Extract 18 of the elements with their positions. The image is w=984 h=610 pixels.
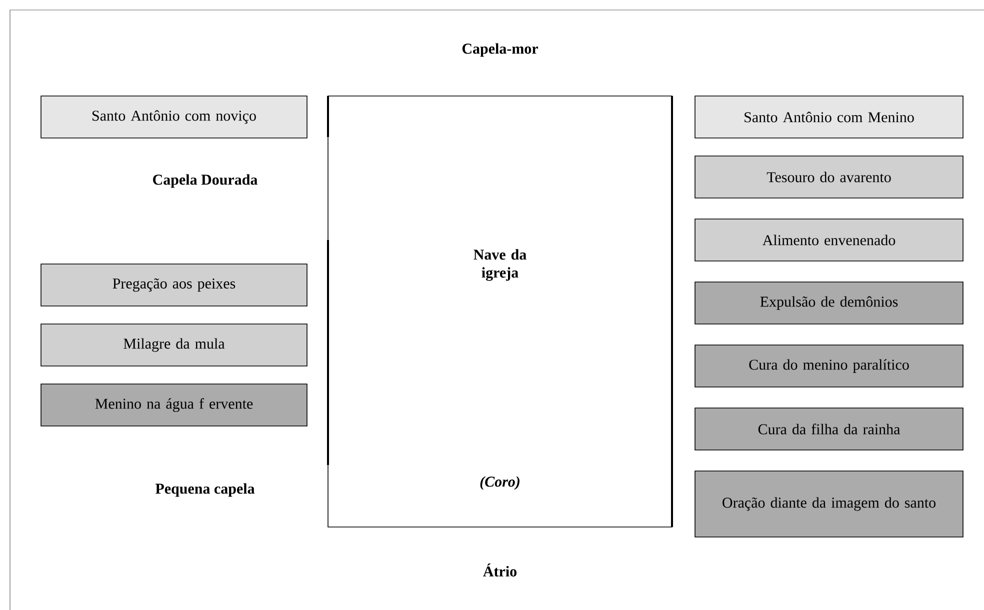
- nave-note: (Coro): [480, 476, 520, 490]
- panel-box: Milagre da mula: [40, 324, 308, 366]
- nave-box: [327, 96, 674, 528]
- area-label: Pequena capela: [155, 483, 255, 497]
- panel-box: Santo Antônio com Menino: [694, 96, 964, 138]
- area-label: Átrio: [483, 564, 517, 576]
- area-label: Capela-mor: [462, 43, 538, 57]
- panel-box: Cura do menino paralítico: [694, 344, 964, 388]
- panel-box: Expulsão de demônios: [694, 282, 964, 324]
- panel-box: Santo Antônio com noviço: [40, 96, 308, 138]
- panel-box: Cura da filha da rainha: [694, 408, 964, 450]
- panel-box: Alimento envenenado: [694, 218, 964, 262]
- area-label: Capela Dourada: [153, 174, 258, 188]
- panel-box: Tesouro do avarento: [694, 156, 964, 198]
- panel-box: Oração diante da imagem do santo: [694, 470, 964, 538]
- panel-box: Pregação aos peixes: [40, 264, 308, 306]
- panel-box: Menino na água f ervente: [40, 384, 308, 426]
- nave-title: Nave da igreja: [474, 249, 526, 281]
